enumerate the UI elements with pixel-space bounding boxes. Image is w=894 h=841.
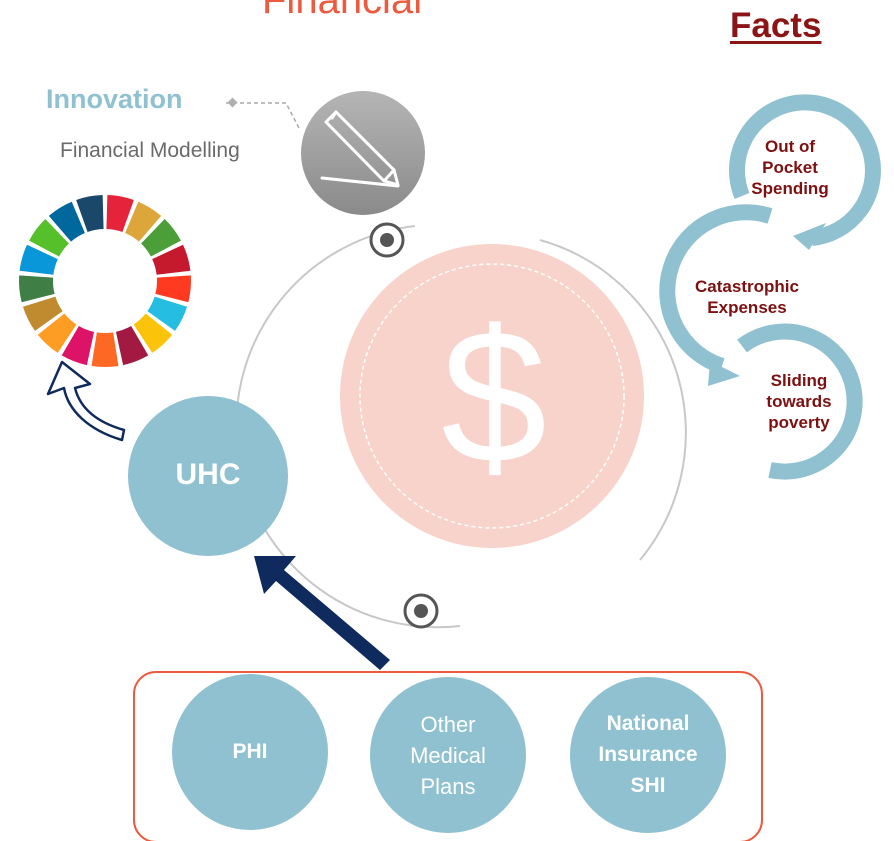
phi-circle — [172, 674, 328, 830]
sdg-wheel-segment — [37, 313, 77, 353]
national-insurance-circle — [570, 677, 726, 833]
fact-catastrophic: Catastrophic Expenses — [695, 277, 799, 317]
dollar-circle — [340, 244, 644, 548]
other-plans-label: Other Medical Plans — [410, 711, 486, 799]
title-financial: Financial — [262, 0, 423, 22]
uhc-circle — [128, 396, 288, 556]
facts-arrowheads — [708, 223, 826, 386]
sdg-wheel-segment — [141, 219, 181, 257]
innovation-label: Innovation — [46, 84, 183, 114]
target-icon — [403, 593, 439, 629]
uhc-label: UHC — [175, 458, 241, 491]
schemes-box — [133, 671, 763, 841]
sdg-wheel-segment — [19, 244, 58, 275]
other-plans-circle — [370, 677, 526, 833]
sdg-wheel-segment — [155, 275, 191, 303]
sdg-wheel-segment — [115, 325, 149, 366]
target-icon — [369, 222, 405, 258]
sdg-wheel-icon — [19, 195, 191, 367]
sdg-wheel-segment — [133, 313, 173, 353]
sdg-wheel-segment — [125, 201, 162, 242]
title-facts: Facts — [730, 6, 822, 45]
sdg-wheel-segment — [22, 296, 63, 331]
sdg-wheel-segment — [91, 332, 119, 367]
fact-out-of-pocket: Out of Pocket Spending — [751, 137, 829, 198]
sdg-wheel-segment — [19, 275, 55, 303]
sdg-wheel-segment — [152, 244, 191, 275]
sdg-wheel-segment — [48, 201, 85, 242]
facts-cycle — [659, 94, 881, 480]
pencil-icon — [301, 91, 425, 215]
navy-arrow-icon — [254, 556, 390, 670]
sdg-wheel-segment — [61, 325, 95, 366]
sdg-wheel-segment — [147, 296, 188, 331]
sdg-wheel-segment — [76, 195, 104, 233]
phi-label: PHI — [232, 740, 268, 763]
dollar-symbol: $ — [441, 291, 547, 503]
sdg-wheel-segment — [29, 219, 69, 257]
innovation-connector — [226, 97, 301, 131]
curved-arrow-icon — [46, 360, 126, 442]
financial-modelling-label: Financial Modelling — [60, 139, 240, 162]
sdg-wheel-segment — [106, 195, 134, 233]
fact-sliding-poverty: Sliding towards poverty — [766, 371, 832, 432]
national-insurance-label: National Insurance SHI — [598, 711, 698, 797]
